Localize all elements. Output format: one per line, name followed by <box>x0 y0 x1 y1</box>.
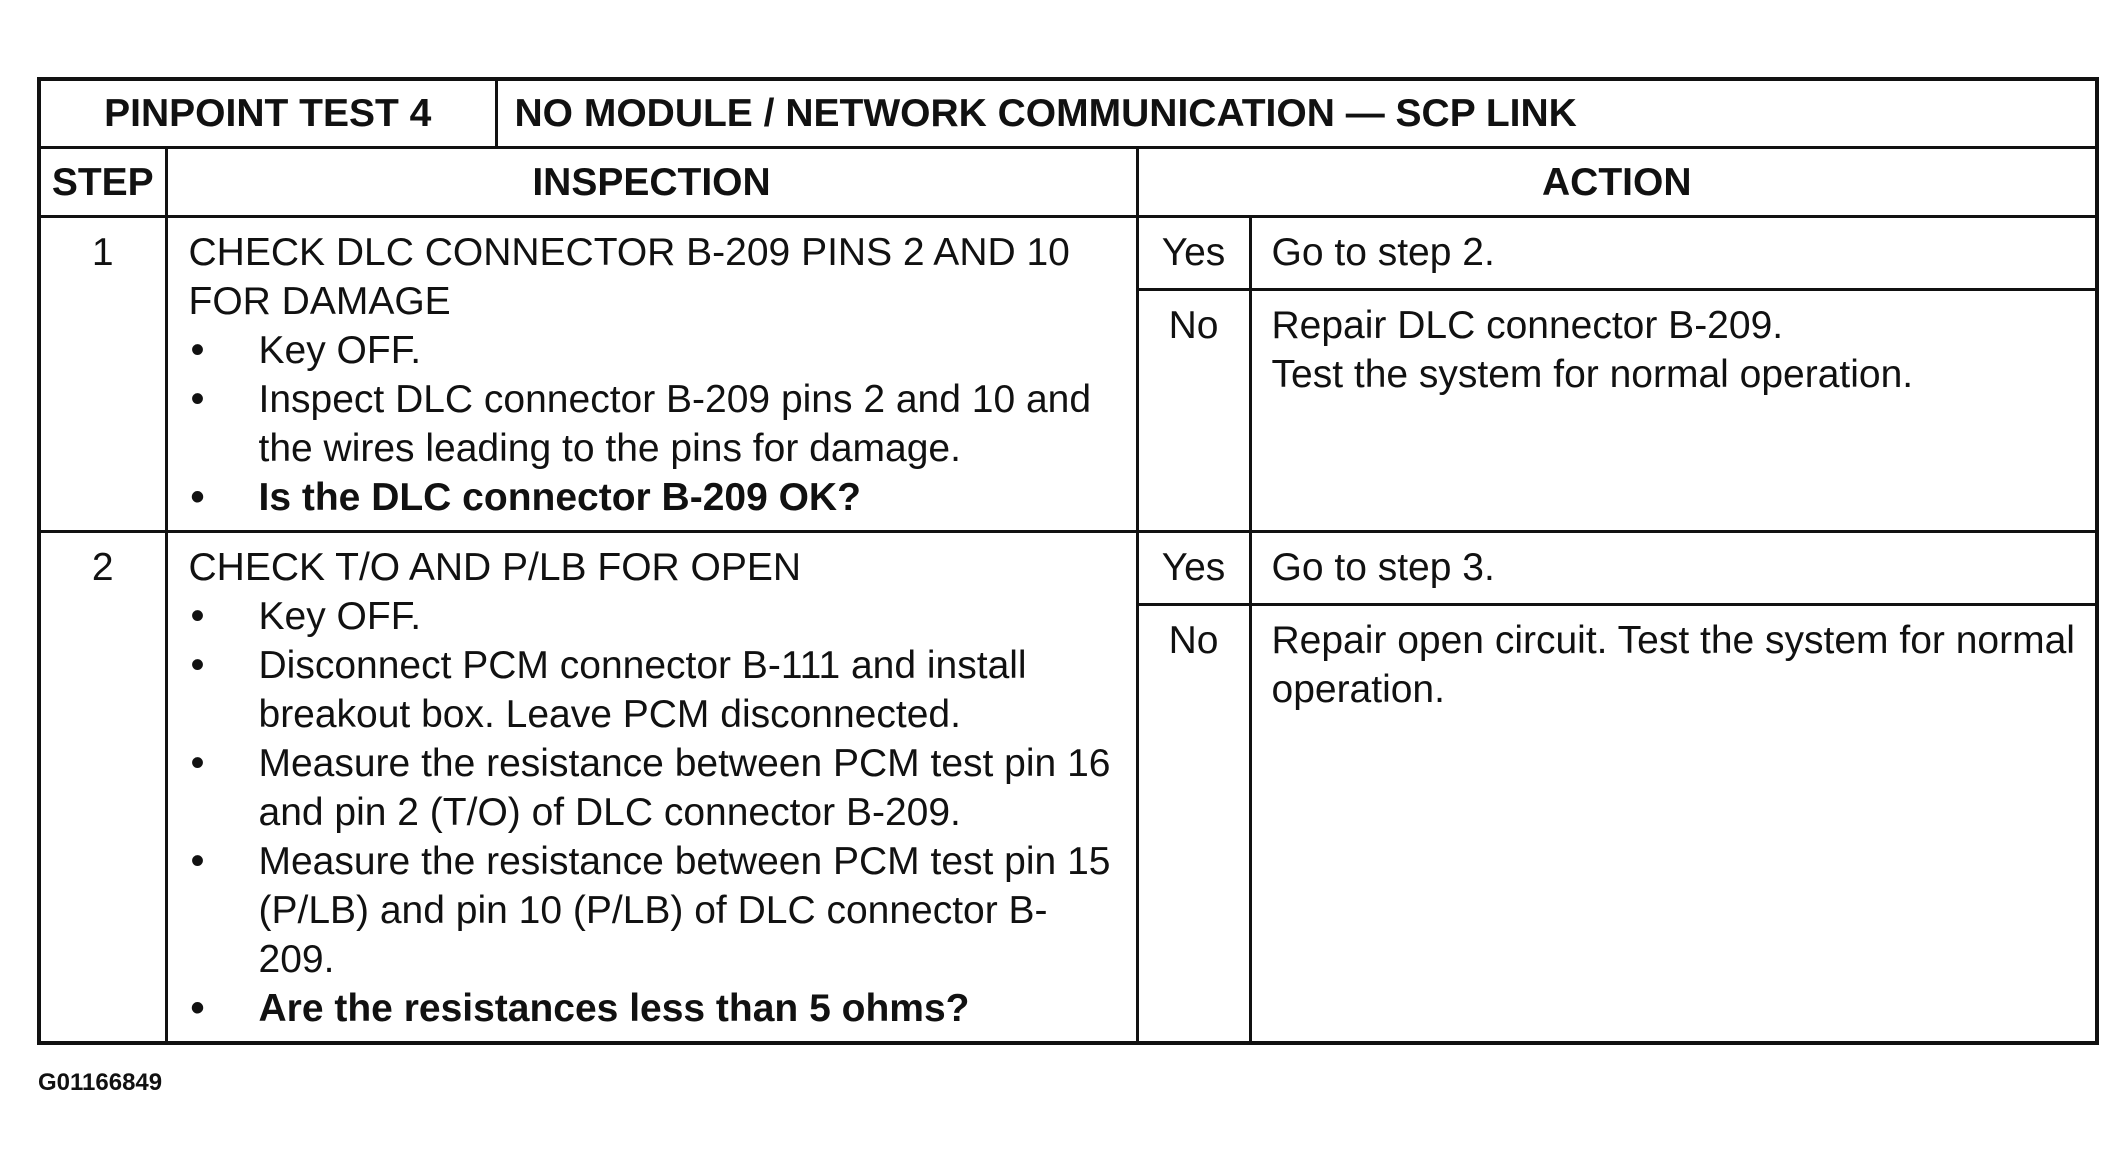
step-2-inspection: CHECK T/O AND P/LB FOR OPEN Key OFF. Dis… <box>164 530 1139 1045</box>
inspection-question: Are the resistances less than 5 ohms? <box>189 984 1122 1033</box>
bullet-item: Key OFF. <box>189 326 1122 375</box>
pinpoint-test-table: PINPOINT TEST 4 NO MODULE / NETWORK COMM… <box>37 77 2099 1045</box>
step-2-no-row: No Repair open circuit. Test the system … <box>39 603 2099 1045</box>
inspection-heading: CHECK DLC CONNECTOR B-209 PINS 2 AND 10 … <box>188 231 1070 323</box>
inspection-bullet-list: Key OFF. Disconnect PCM connector B-111 … <box>189 592 1122 1033</box>
step-2-yes-row: 2 CHECK T/O AND P/LB FOR OPEN Key OFF. D… <box>37 530 2099 1045</box>
yes-action: Go to step 2. <box>1248 215 2099 291</box>
yes-action: Go to step 3. <box>1248 530 2099 606</box>
no-action-line: Repair DLC connector B-209. <box>1271 304 1784 347</box>
bullet-item: Measure the resistance between PCM test … <box>189 837 1122 984</box>
inspection-bullet-list: Key OFF. Inspect DLC connector B-209 pin… <box>189 326 1122 522</box>
bullet-item: Key OFF. <box>189 592 1122 641</box>
bullet-item: Disconnect PCM connector B-111 and insta… <box>189 641 1122 739</box>
no-action: Repair open circuit. Test the system for… <box>1248 603 2099 1045</box>
no-action-line: Repair open circuit. Test the system for… <box>1271 619 2075 711</box>
step-1-yes-row: 1 CHECK DLC CONNECTOR B-209 PINS 2 AND 1… <box>37 215 2099 533</box>
action-column-header: ACTION <box>1135 146 2099 218</box>
inspection-column-header: INSPECTION <box>164 146 1139 218</box>
step-column-header: STEP <box>37 146 168 218</box>
no-action-line: Test the system for normal operation. <box>1271 353 1914 396</box>
inspection-question: Is the DLC connector B-209 OK? <box>189 473 1122 522</box>
header-row: STEP INSPECTION ACTION <box>37 146 2099 218</box>
yes-label: Yes <box>1135 215 1252 291</box>
no-label: No <box>1135 603 1252 1045</box>
step-1-no-row: No Repair DLC connector B-209. Test the … <box>39 288 2099 533</box>
no-action: Repair DLC connector B-209. Test the sys… <box>1248 288 2099 533</box>
yes-label: Yes <box>1135 530 1252 606</box>
step-number: 1 <box>37 215 168 533</box>
test-title: NO MODULE / NETWORK COMMUNICATION — SCP … <box>494 77 2099 149</box>
inspection-heading: CHECK T/O AND P/LB FOR OPEN <box>188 546 802 589</box>
no-label: No <box>1135 288 1252 533</box>
step-number: 2 <box>37 530 168 1045</box>
bullet-item: Inspect DLC connector B-209 pins 2 and 1… <box>189 375 1122 473</box>
step-1-inspection: CHECK DLC CONNECTOR B-209 PINS 2 AND 10 … <box>164 215 1139 533</box>
title-row: PINPOINT TEST 4 NO MODULE / NETWORK COMM… <box>37 77 2099 149</box>
bullet-item: Measure the resistance between PCM test … <box>189 739 1122 837</box>
figure-code: G01166849 <box>38 1069 163 1096</box>
test-label: PINPOINT TEST 4 <box>37 77 498 149</box>
